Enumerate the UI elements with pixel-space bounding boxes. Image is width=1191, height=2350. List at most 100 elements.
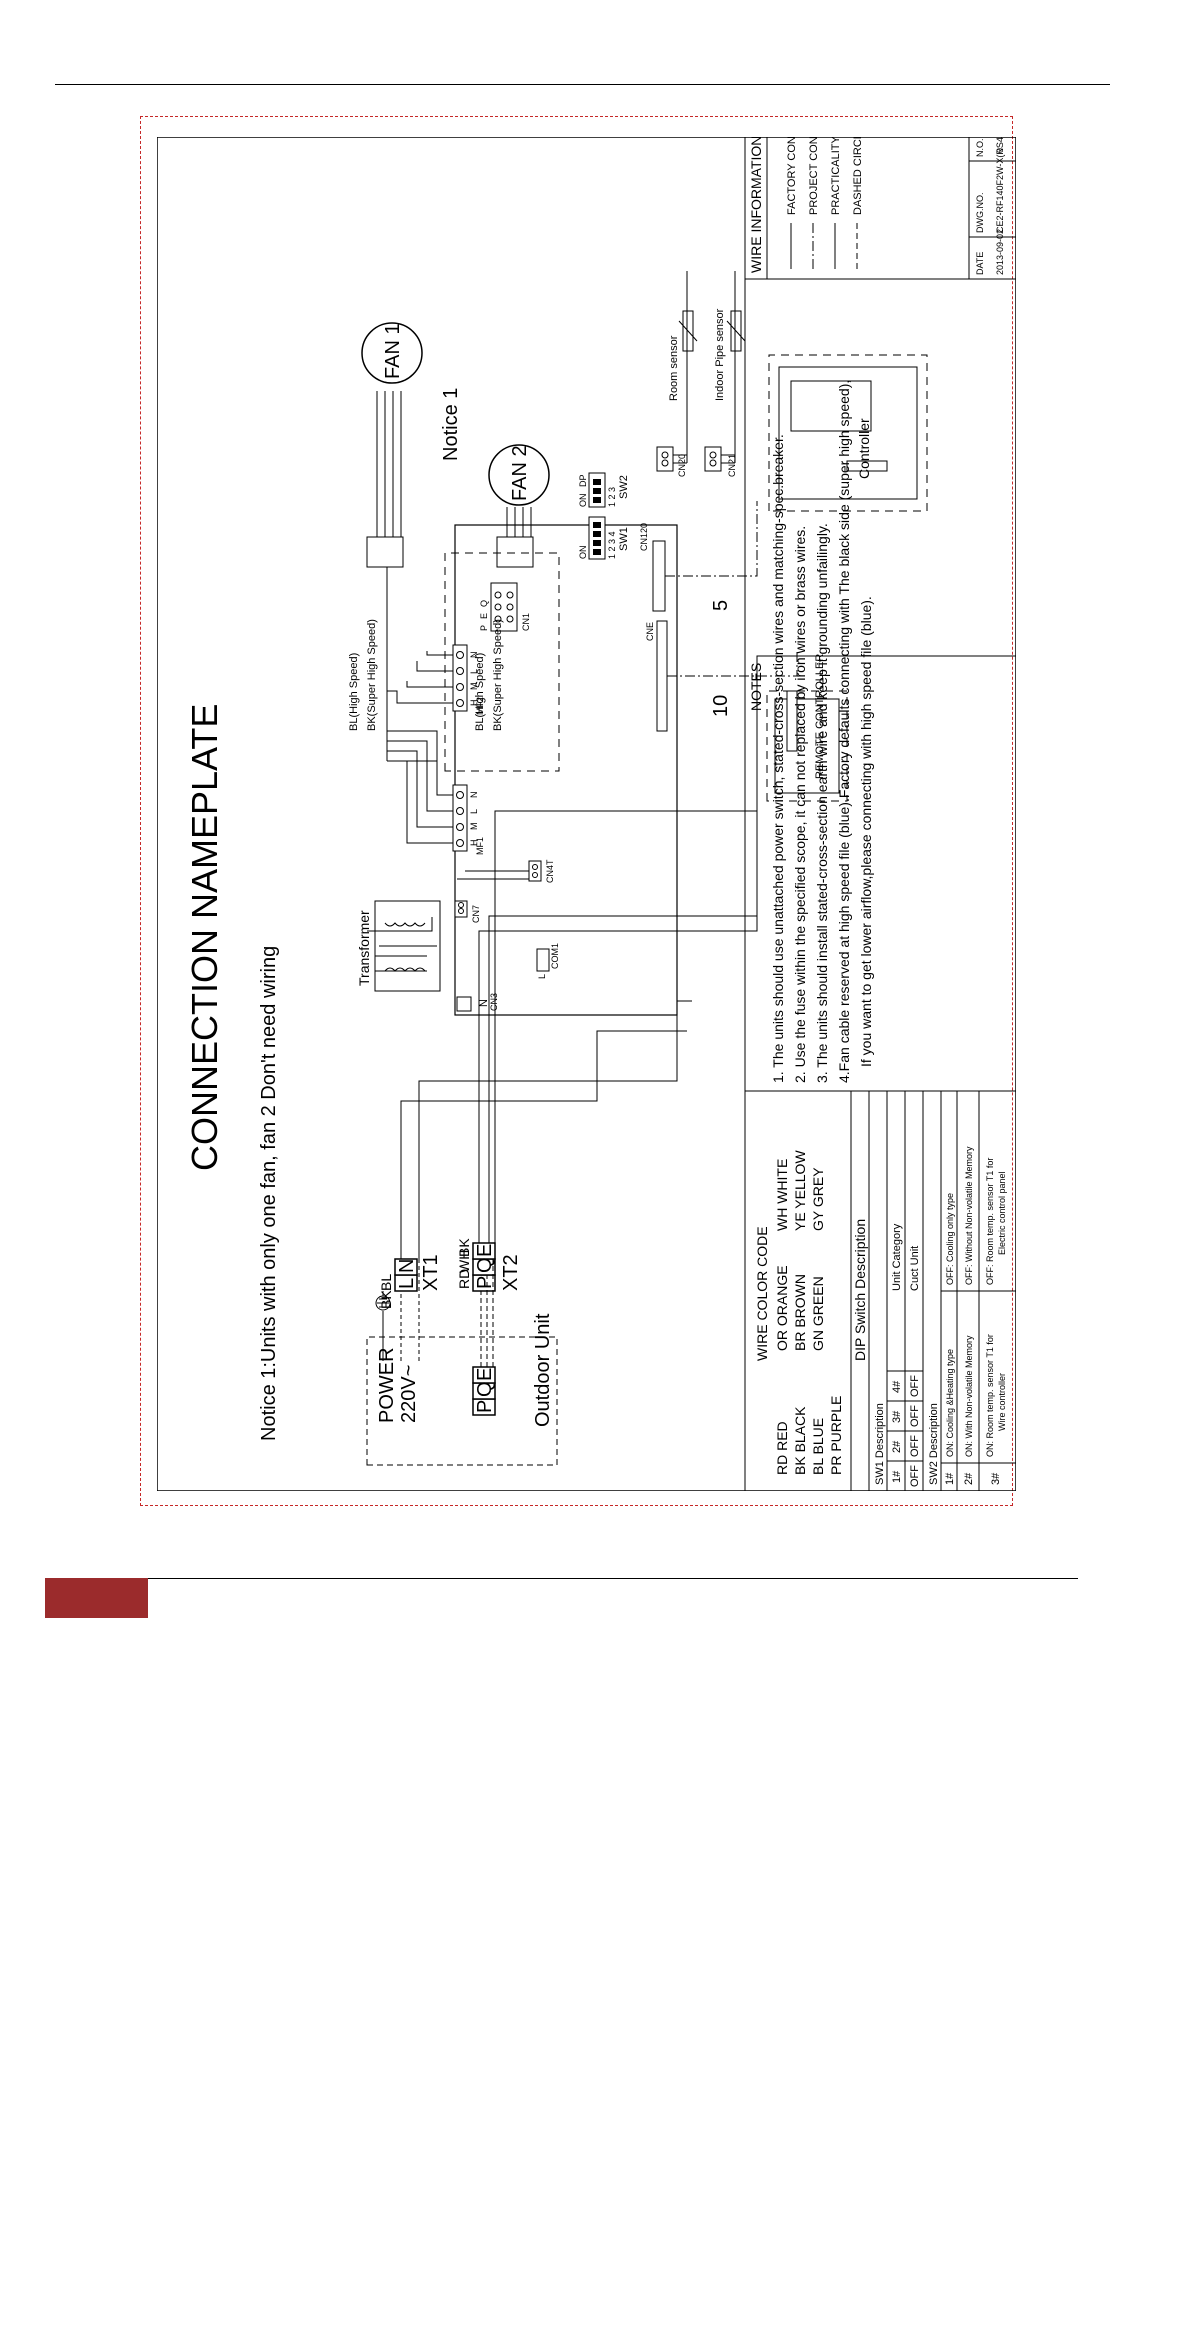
- mf2-pin-h: H: [469, 700, 479, 707]
- mf2-connector: [452, 644, 468, 712]
- controller-label: Controller: [856, 418, 872, 479]
- wire-color-bk: BK BLACK: [792, 1406, 808, 1475]
- cn1-connector: [490, 582, 518, 632]
- cn1-pin-e: E: [479, 613, 489, 619]
- sw2-table: [940, 1091, 1016, 1491]
- main-control-board: [454, 524, 678, 1016]
- sw1-h3: 3#: [891, 1410, 903, 1423]
- outdoor-terminal-e: E: [474, 1368, 496, 1381]
- wiring-diagram-svg: CONNECTION NAMEPLATE Notice 1:Units with…: [157, 137, 1016, 1491]
- wire-color-pr: PR PURPLE: [828, 1396, 844, 1475]
- xt2-terminal-e: E: [474, 1244, 496, 1257]
- transformer-label: Transformer: [356, 910, 372, 986]
- sw2-row1-on: ON: Cooling &Heating type: [945, 1349, 955, 1457]
- sw1-on-label: ON: [578, 546, 588, 560]
- remote-controller-label: REMOTE CONTROLLER: [814, 654, 826, 779]
- fan2-leads: [506, 507, 532, 537]
- transformer-icon: [374, 900, 441, 992]
- wire-color-or: OR ORANGE: [774, 1265, 790, 1351]
- remote-controller-dashed-box: [766, 690, 848, 802]
- wire-info-factory: FACTORY CONNECTION: [786, 137, 798, 215]
- rotated-drawing-holder: CONNECTION NAMEPLATE Notice 1:Units with…: [157, 137, 1191, 2350]
- notice1-dashed-box: [444, 552, 560, 772]
- sw1-h2: 2#: [891, 1440, 903, 1453]
- xt1-wire-bl: BL: [378, 1274, 394, 1291]
- xt1-wire-bk: BK: [378, 1290, 394, 1309]
- remote-controller-box: [774, 698, 840, 794]
- sw2-row3-on: ON: Room temp. sensor T1 for: [985, 1334, 995, 1457]
- sw2-numbers: 1 2 3: [607, 487, 617, 507]
- sw1-h5: Unit Category: [891, 1223, 903, 1291]
- sensor-wires: [673, 271, 746, 464]
- cn3-n-label: N: [478, 999, 490, 1007]
- sw1-r4: OFF: [909, 1375, 921, 1397]
- xt1-label: XT1: [420, 1254, 442, 1291]
- cn20-connector: [656, 446, 674, 472]
- dashed-red-frame: [140, 116, 1013, 1506]
- sw2-row3-num: 3#: [990, 1472, 1002, 1485]
- mf1-pin-n: N: [469, 792, 479, 799]
- xt1-terminal-block: [394, 1258, 418, 1292]
- mf2-label: MF2: [475, 697, 485, 715]
- room-sensor-label: Room sensor: [668, 335, 680, 401]
- sw2-label: SW2: [618, 475, 630, 499]
- sw1-dip-switch[interactable]: [588, 516, 606, 560]
- sw1-r2: OFF: [909, 1435, 921, 1457]
- fan2-icon: [488, 444, 550, 506]
- com1-l-label: L: [537, 974, 547, 979]
- fan1-bk-label: BK(Super High Speed): [366, 619, 378, 731]
- xt2-terminal-block: [472, 1242, 496, 1292]
- com1-label: COM1: [550, 943, 560, 969]
- fan2-bl-label: BL(High Speed): [474, 653, 486, 731]
- outdoor-unit-box: [366, 1336, 558, 1466]
- cn21-label: CN21: [727, 454, 737, 477]
- date-label: DATE: [975, 252, 985, 275]
- notice1-box-label: Notice 1: [440, 388, 462, 461]
- outdoor-unit-label: Outdoor Unit: [532, 1313, 554, 1427]
- wire-color-rd: RD RED: [774, 1421, 790, 1475]
- notice1-text: Notice 1:Units with only one fan, fan 2 …: [258, 946, 280, 1441]
- note-4-continued: If you want to get lower airflow,please …: [858, 596, 874, 1067]
- cn1-pin-p: P: [479, 625, 489, 631]
- cn120-connector: [652, 540, 666, 612]
- cn4t-connector: [528, 860, 542, 882]
- sw1-h1: 1#: [891, 1470, 903, 1483]
- cn7-label: CN7: [471, 905, 481, 923]
- xt2-terminal-p: P: [474, 1276, 496, 1289]
- fan1-leads: [376, 391, 402, 761]
- sw1-r1: OFF: [909, 1465, 921, 1487]
- cn3-label: CN3: [489, 993, 499, 1011]
- sw2-description-title: SW2 Description: [928, 1403, 940, 1485]
- xt2-terminal-q: Q: [474, 1257, 496, 1273]
- main-wiring: [367, 655, 1016, 1259]
- mf1-pin-l: L: [469, 809, 479, 814]
- wire-info-dashed: DASHED CIRCLE: [852, 137, 864, 215]
- outdoor-link-lines: [480, 1259, 494, 1367]
- sw2-dip-switch[interactable]: [588, 472, 606, 508]
- title-block: [968, 137, 1016, 279]
- wiring-drawing: CONNECTION NAMEPLATE Notice 1:Units with…: [157, 137, 1016, 1491]
- remote-controller-connector: [786, 690, 798, 752]
- power-label: POWER: [376, 1347, 398, 1423]
- cn1-pin-q: Q: [479, 600, 489, 607]
- sw1-h4: 4#: [891, 1380, 903, 1393]
- wire-info-legend: [790, 223, 858, 269]
- xt1-terminal-l: L: [396, 1278, 418, 1289]
- wire-color-ye: YE YELLOW: [792, 1150, 808, 1231]
- fan1-icon: [361, 322, 423, 384]
- date-value: 2013-09-02: [995, 229, 1005, 275]
- fan1-connector: [366, 536, 404, 568]
- wire-color-code-title: WIRE COLOR CODE: [754, 1226, 770, 1361]
- wire-info-title: WIRE INFORMATION: [748, 137, 764, 273]
- mf2-pin-m: M: [469, 683, 479, 691]
- mf1-pin-h: H: [469, 840, 479, 847]
- xt1-terminal-n: N: [396, 1259, 418, 1273]
- wire-color-gy: GY GREY: [810, 1167, 826, 1231]
- sw1-table: [887, 1091, 924, 1491]
- wire-color-wh: WH WHITE: [774, 1159, 790, 1231]
- mf1-pin-m: M: [469, 823, 479, 831]
- sw1-r5: Cuct Unit: [909, 1246, 921, 1291]
- sw2-row3-off2: Electric control panel: [997, 1171, 1007, 1255]
- sw2-dp-label: DP: [578, 474, 588, 487]
- mf1-connector: [452, 784, 468, 852]
